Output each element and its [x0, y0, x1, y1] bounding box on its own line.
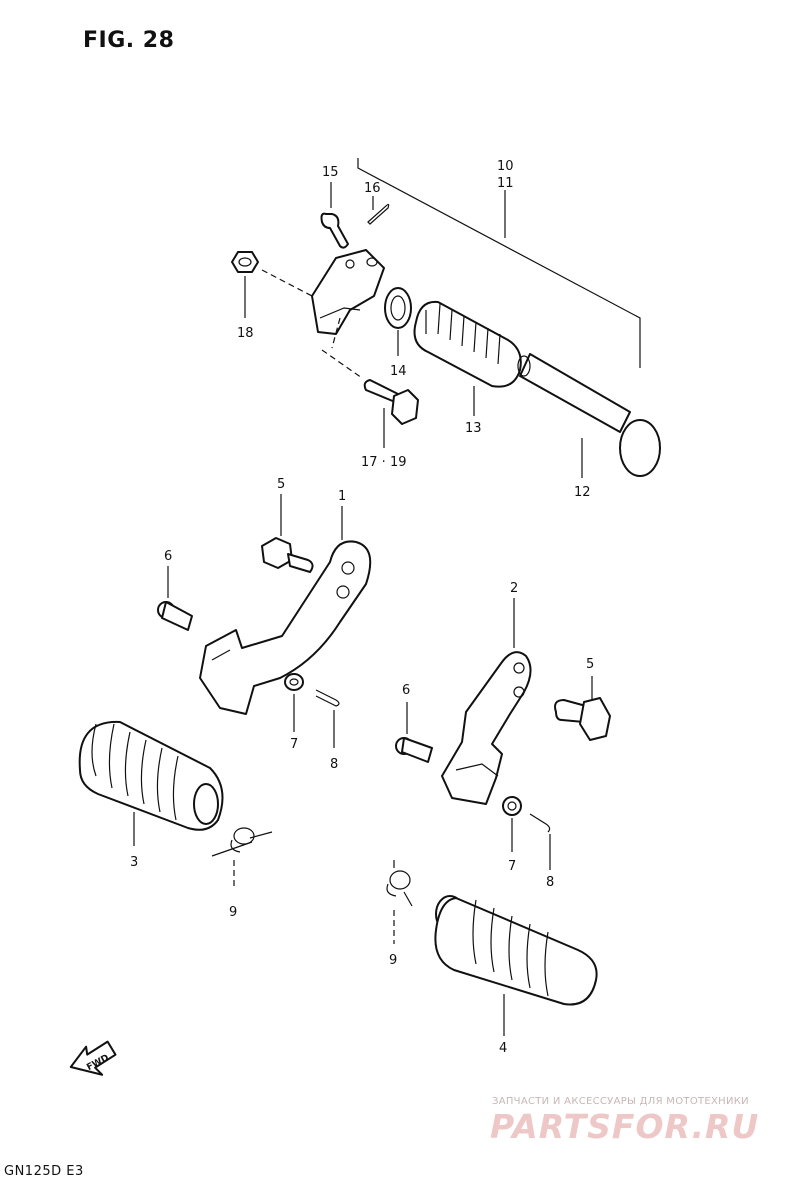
callout-2: 2 — [510, 581, 518, 596]
callout-1: 1 — [338, 489, 346, 504]
part-15-pin — [320, 182, 349, 249]
part-6-pin-right — [395, 702, 433, 763]
callout-3: 3 — [130, 855, 138, 870]
callouts: 10 11 15 16 18 14 13 17 · 19 12 5 1 6 2 … — [130, 159, 594, 1056]
part-18-nut — [231, 251, 313, 318]
callout-9-left: 9 — [229, 905, 237, 920]
callout-10: 10 — [497, 159, 514, 174]
part-4-rubber-right — [434, 895, 598, 1036]
part-6-pin-left — [157, 566, 193, 631]
part-9-spring-right — [386, 860, 413, 944]
fwd-arrow: FWD — [69, 1040, 117, 1076]
callout-9-right: 9 — [389, 953, 397, 968]
part-7-washer-left — [284, 673, 304, 732]
part-7-washer-right — [502, 796, 522, 852]
part-8-cotter-left — [315, 689, 340, 748]
part-2-bracket-right — [441, 598, 532, 805]
callout-5-left: 5 — [277, 477, 285, 492]
part-1-bracket-left — [199, 506, 372, 715]
callout-7-right: 7 — [508, 859, 516, 874]
watermark-logo: PARTSFOR.RU — [490, 1107, 760, 1146]
callout-4: 4 — [499, 1041, 507, 1056]
callout-8-left: 8 — [330, 757, 338, 772]
figure-title: FIG. 28 — [83, 28, 175, 53]
callout-18: 18 — [237, 326, 254, 341]
callout-7-left: 7 — [290, 737, 298, 752]
watermark-subtitle: ЗАПЧАСТИ И АКСЕССУАРЫ ДЛЯ МОТОТЕХНИКИ — [492, 1096, 749, 1107]
callout-13: 13 — [465, 421, 482, 436]
callout-12: 12 — [574, 485, 591, 500]
part-3-rubber-left — [78, 720, 224, 846]
part-9-spring-left — [211, 827, 273, 890]
callout-17-19: 17 · 19 — [361, 455, 406, 470]
part-14-washer — [384, 287, 412, 356]
callout-15: 15 — [322, 165, 339, 180]
part-16-cotter-pin — [367, 196, 390, 225]
part-5-bolt-left — [261, 494, 314, 573]
callout-6-right: 6 — [402, 683, 410, 698]
part-8-cotter-right — [529, 813, 551, 870]
part-13-rubber — [413, 300, 522, 416]
bracket-line-10-11 — [357, 158, 641, 368]
callout-11: 11 — [497, 176, 514, 191]
part-5-bolt-right — [554, 676, 611, 741]
callout-6-left: 6 — [164, 549, 172, 564]
part-17-19-bolt — [321, 317, 419, 448]
part-footrest-bracket-top — [311, 249, 385, 335]
callout-8-right: 8 — [546, 875, 554, 890]
part-12-footrest-bar — [517, 353, 661, 478]
callout-14: 14 — [390, 364, 407, 379]
callout-16: 16 — [364, 181, 381, 196]
callout-5-right: 5 — [586, 657, 594, 672]
model-code: GN125D E3 — [4, 1164, 84, 1179]
